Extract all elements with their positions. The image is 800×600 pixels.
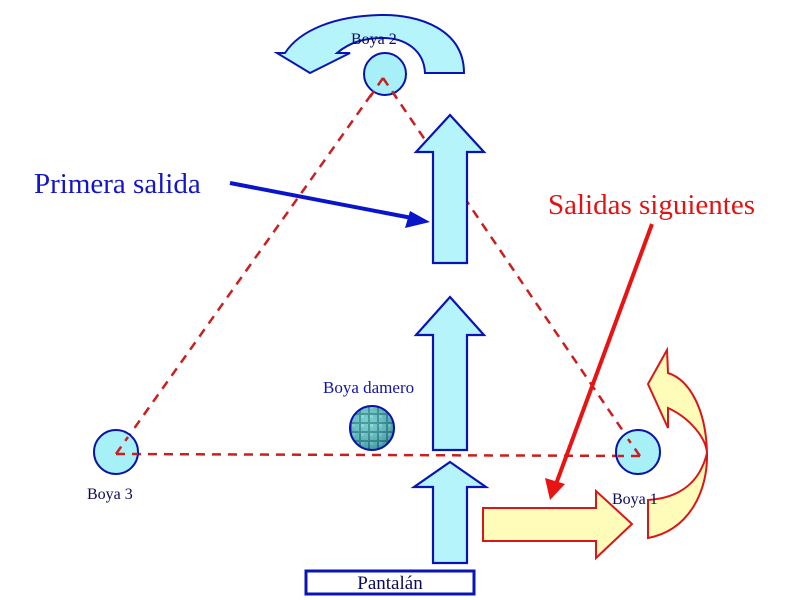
boya-damero-buoy: [349, 405, 395, 451]
curved-arrow-boya2: [273, 13, 466, 75]
blue-arrow-upper: [413, 113, 487, 265]
yellow-arrow-right: [482, 488, 634, 561]
course-triangle: [114, 77, 642, 458]
course-leg-2-to-1: [381, 77, 642, 457]
boya2-label: Boya 2: [351, 31, 397, 48]
curved-arrow-boya1: [646, 346, 709, 540]
course-leg-3-to-1: [115, 452, 641, 458]
course-vertex-marks: [114, 77, 642, 458]
boya3-label: Boya 3: [87, 486, 133, 503]
salidas-siguientes-label: Salidas siguientes: [548, 189, 755, 221]
dock-pantalan: Pantalán: [304, 569, 476, 596]
blue-arrow-lower: [410, 460, 490, 565]
salidas-siguientes-pointer: [545, 223, 654, 500]
course-leg-3-to-2: [114, 77, 385, 455]
dock-label: Pantalán: [357, 573, 423, 594]
blue-arrow-middle: [413, 295, 487, 452]
boya1-label: Boya 1: [612, 491, 658, 508]
primera-salida-pointer: [229, 181, 430, 228]
boya-damero-label: Boya damero: [323, 378, 414, 397]
boya2-buoy: [363, 52, 407, 96]
primera-salida-label: Primera salida: [34, 168, 201, 200]
